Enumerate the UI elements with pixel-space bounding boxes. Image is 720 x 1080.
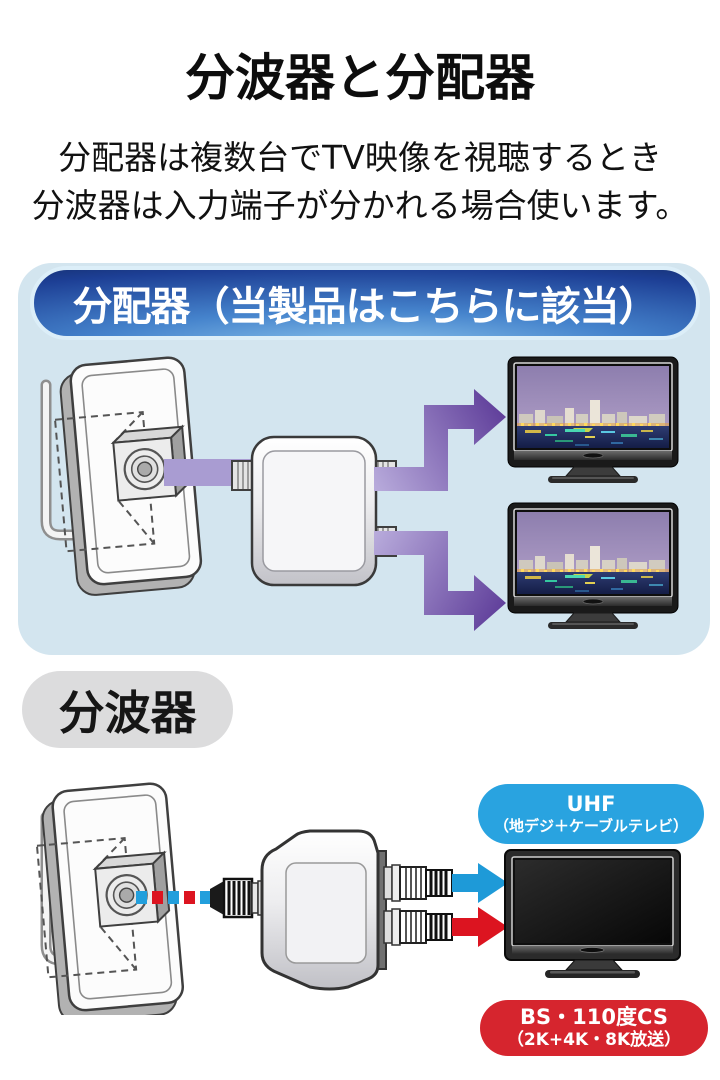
tv-bottom-icon: [507, 502, 679, 629]
arrow-up-right-icon: [374, 389, 506, 491]
uhf-output-connector-icon: [383, 864, 453, 902]
tv-top-icon: [507, 356, 679, 483]
uhf-label-pill: UHF （地デジ＋ケーブルテレビ）: [478, 784, 704, 844]
uhf-arrow-icon: [452, 863, 508, 903]
splitter-header-label: 分波器: [58, 685, 197, 740]
hidden-box-dashed: [35, 837, 138, 979]
hidden-box-dashed: [53, 411, 156, 553]
arrow-down-right-icon: [374, 531, 506, 631]
wall-outlet-icon: [53, 356, 203, 596]
coax-plug-icon: [210, 877, 269, 919]
bs-output-connector-icon: [383, 908, 453, 946]
splitter-diagram: [35, 782, 681, 1015]
splitter-device-icon: [260, 829, 387, 991]
distributor-diagram: [40, 356, 679, 631]
uhf-label-line1: UHF: [566, 792, 616, 816]
wall-outlet-icon: [35, 782, 185, 1015]
coax-jack-icon: [92, 850, 171, 928]
intro-line-1: 分配器は複数台でTV映像を視聴するとき: [58, 138, 662, 177]
antenna-wire: [40, 379, 120, 541]
uhf-label-line2: （地デジ＋ケーブルテレビ）: [493, 817, 689, 835]
page-title: 分波器と分配器: [185, 49, 535, 107]
bs-label-pill: BS・110度CS （2K+4K・8K放送）: [480, 1000, 708, 1056]
bs-label-line1: BS・110度CS: [520, 1005, 668, 1029]
bs-label-line2: （2K+4K・8K放送）: [506, 1030, 682, 1050]
distributor-header-label: 分配器（当製品はこちらに該当）: [72, 284, 659, 330]
intro-text: 分配器は複数台でTV映像を視聴するとき 分波器は入力端子が分かれる場合使います。: [0, 134, 720, 230]
tv-off-icon: [504, 849, 681, 978]
distributor-device-icon: [231, 435, 397, 587]
signal-dots: [136, 891, 211, 904]
splitter-header-pill: 分波器: [22, 671, 233, 748]
distributor-header-pill: 分配器（当製品はこちらに該当）: [30, 266, 700, 340]
bs-arrow-icon: [452, 907, 508, 947]
intro-line-2: 分波器は入力端子が分かれる場合使います。: [31, 186, 689, 225]
